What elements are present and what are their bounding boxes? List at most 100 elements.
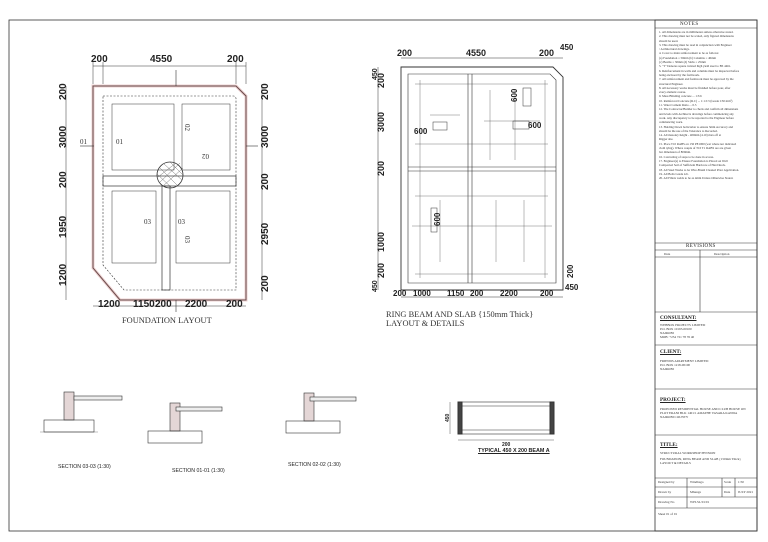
section-mark-02-top: 02	[183, 124, 191, 132]
client-line: NAIROBI	[660, 367, 674, 371]
beam-dim-left: 450	[445, 413, 451, 422]
designed-by-value: Windhaga	[690, 480, 704, 484]
scale-value: 1:50	[738, 480, 744, 484]
rb-inner-dim-2: 600	[528, 121, 542, 130]
note-line: 9. Mass Blinding concrete ... 1:3:6	[659, 94, 702, 99]
rb-dim-top-3: 200	[539, 48, 554, 58]
dim-bottom-2: 1150	[133, 299, 155, 310]
note-line: 10. Reinforced Concrete (R.C) ... 1:1.5:…	[659, 98, 733, 103]
rb-dim-top-2: 4550	[466, 48, 486, 58]
consultant-line: NAIROBI	[660, 331, 674, 335]
project-line: PLOT ERANI BLK 1401/1 AMATHE VASARA KAND…	[660, 411, 738, 415]
note-line: should be the use of the Tolerance to Re…	[659, 128, 718, 133]
foundation-plan	[80, 70, 258, 312]
dim-left-2: 3000	[58, 125, 69, 148]
section-01-title: SECTION 01-01 (1:30)	[172, 468, 225, 474]
drawing-no-label: Drawing No	[658, 500, 675, 504]
dim-right-1: 200	[260, 83, 271, 100]
note-line: work. Any discrepancy to be reported to …	[659, 115, 734, 120]
section-mark-01-inner: 01	[116, 138, 124, 146]
rb-dim-extra-2: 450	[372, 280, 379, 292]
section-mark-01-left: 01	[80, 138, 88, 146]
note-line: 13. Holding Down bolts/rebar to ensure 3…	[659, 124, 733, 129]
notes-title: NOTES	[680, 22, 699, 27]
dim-right-4: 2950	[260, 222, 271, 245]
consultant-title: CONSULTANT:	[660, 315, 697, 321]
title-block-frame	[654, 19, 758, 532]
note-line: (a) Foundation = 50mm (b) Columns = 40mm	[659, 55, 717, 60]
scale-label: Scale	[724, 480, 732, 484]
section-mark-03-left: 03	[144, 218, 152, 226]
note-line: 12. The Contractor/Builder to check and …	[659, 107, 739, 112]
note-line: every element course.	[659, 90, 687, 95]
foundation-dim-lines	[65, 62, 263, 307]
beam-title: TYPICAL 450 X 200 BEAM A	[478, 448, 550, 454]
ring-beam-dim-lines	[377, 57, 563, 298]
note-line: 1. All dimensions are in millimeters unl…	[659, 30, 734, 34]
revisions-date-header: Date	[664, 252, 671, 256]
section-02-drawing	[285, 392, 357, 434]
rb-dim-right-2: 450	[565, 283, 579, 292]
rb-dim-bottom-3: 1150	[447, 289, 465, 298]
rb-dim-bottom-5: 2200	[500, 289, 518, 298]
dim-bottom-3: 200	[155, 299, 172, 310]
section-03-drawing	[40, 391, 123, 433]
note-line: 16. Concreting of steps to be done in ac…	[659, 154, 714, 159]
client-line: FRIENDS APARTMENT LIMITED	[660, 359, 709, 363]
drawn-by-label: Drawn by	[658, 490, 672, 494]
drawn-by-value: Mhunga	[690, 490, 701, 494]
dim-top-mid: 4550	[150, 54, 173, 65]
title-block-lines	[655, 27, 757, 509]
foundation-dims: 200 4550 200 200 3000 200 1950 1200 200 …	[58, 54, 271, 310]
note-line: 17. Engineer(s) to Ensure Foundation is …	[659, 158, 728, 163]
designed-by-label: Designed by	[658, 480, 675, 484]
rb-dim-top-4: 450	[560, 43, 574, 52]
project-title: PROJECT:	[660, 397, 686, 403]
project-line: NAIROBI COUNTY	[660, 415, 689, 419]
note-line: 18. All Steel Works to be Wire-Brush Cle…	[659, 167, 740, 172]
foundation-title: FOUNDATION LAYOUT	[122, 316, 212, 325]
note-line: / Architectural drawings.	[659, 47, 690, 52]
section-01-drawing	[147, 402, 223, 444]
note-line: 3. This drawing must be read in conjunct…	[659, 42, 732, 47]
note-line: Rigger site.	[659, 137, 674, 142]
ring-beam-subtitle: LAYOUT & DETAILS	[386, 319, 465, 328]
dim-bottom-1: 1200	[98, 299, 121, 310]
client-title: CLIENT:	[660, 349, 682, 355]
note-line: (c) Beams = 30mm (d) Slabs = 25mm	[659, 60, 706, 65]
note-line: 11. Water Cement Ratio ... 0.5	[659, 103, 697, 108]
title-line: STRUCTURAL WORKSHOP PENSION	[660, 451, 716, 455]
revisions-desc-header: Description	[714, 252, 730, 256]
note-line: commencing work.	[659, 120, 683, 125]
note-line: being enclosed by the formwork.	[659, 72, 700, 77]
rb-dim-right-1: 200	[566, 264, 575, 278]
project-line: PROPOSED RESIDENTIAL HOUSE AND CLUB HOUS…	[660, 407, 746, 411]
rb-inner-dim-4: 600	[510, 88, 519, 102]
rb-dim-bottom-4: 200	[470, 289, 484, 298]
rb-dim-left-5: 200	[376, 263, 386, 278]
dim-right-2: 3000	[260, 125, 271, 148]
dim-left-4: 1950	[58, 215, 69, 238]
dim-right-5: 200	[260, 275, 271, 292]
note-line: 14. All masonry height - 400mm (4.10) ma…	[659, 133, 722, 138]
title-label: TITLE:	[660, 442, 678, 448]
section-mark-03-right: 03	[178, 218, 186, 226]
dim-left-3: 200	[58, 171, 69, 188]
note-line: 19. All Bolts Grade 4.6.	[659, 171, 689, 176]
drawing-no-value: WPLSL/01/01	[690, 500, 710, 504]
date-value: JULY 2021	[738, 490, 754, 494]
rb-dim-bottom-2: 1000	[413, 289, 431, 298]
dim-top-right: 200	[227, 54, 244, 65]
revisions-title: REVISIONS	[686, 244, 716, 249]
note-line: 20. All Fillets welds to be as 4mm Unles…	[659, 176, 734, 181]
title-line: FOUNDATION, RING BEAM AND SLAB {150mm Th…	[660, 457, 741, 461]
note-line: structural Engineer.	[659, 81, 684, 86]
ring-beam-title: RING BEAM AND SLAB {150mm Thick}	[386, 310, 534, 319]
title-line: LAYOUT & DETAILS	[660, 461, 691, 465]
beam-detail-drawing	[449, 401, 555, 441]
sheet-number: Sheet 01 of 01	[658, 512, 678, 516]
rb-dim-left-1: 200	[376, 73, 386, 88]
ring-beam-dims: 200 4550 200 450 200 3000 200 1000 200 2…	[372, 43, 579, 298]
section-mark-02-right: 02	[202, 152, 210, 160]
